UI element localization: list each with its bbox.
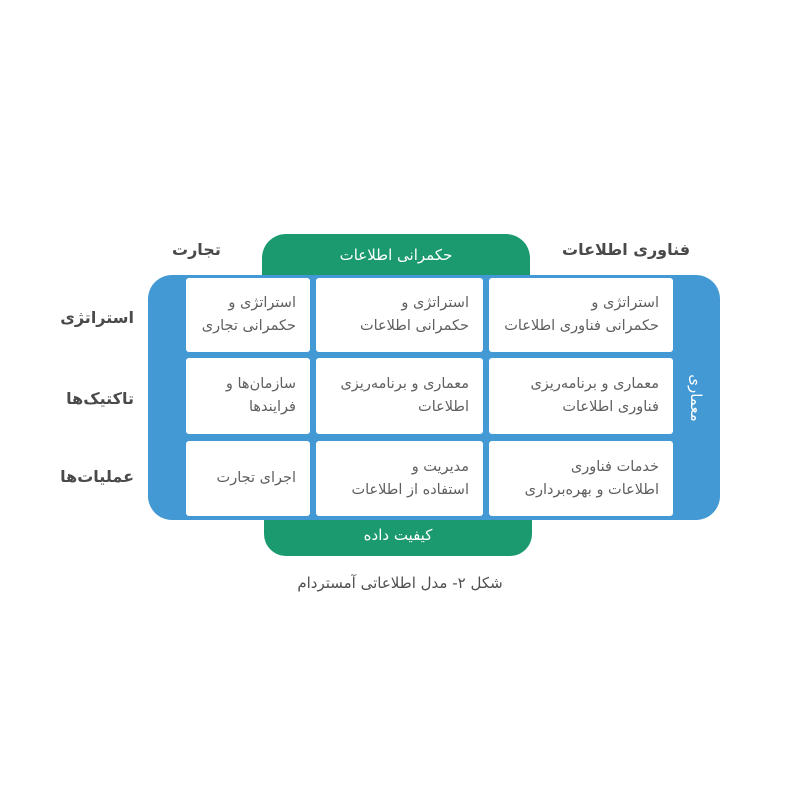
cell-line: فناوری اطلاعات bbox=[562, 399, 659, 415]
cell-line: سازمان‌ها و bbox=[225, 376, 296, 392]
cell-line: خدمات فناوری bbox=[570, 458, 659, 475]
cell-it-strategy: استراتژی و حکمرانی فناوری اطلاعات bbox=[489, 278, 673, 352]
cell-line: استراتژی و bbox=[591, 295, 659, 311]
cell-line: اطلاعات و بهره‌برداری bbox=[524, 481, 659, 498]
cell-information-operations: مدیریت و استفاده از اطلاعات bbox=[316, 441, 483, 516]
cell-line: استراتژی و bbox=[401, 295, 469, 311]
cell-line: اطلاعات bbox=[418, 399, 469, 415]
information-governance-label: حکمرانی اطلاعات bbox=[339, 246, 453, 264]
data-quality-label: کیفیت داده bbox=[363, 526, 433, 544]
row-label-operations: عملیات‌ها bbox=[60, 467, 134, 486]
cell-information-strategy: استراتژی و حکمرانی اطلاعات bbox=[316, 278, 483, 352]
cell-line: معماری و برنامه‌ریزی bbox=[530, 376, 659, 392]
cell-it-operations: خدمات فناوری اطلاعات و بهره‌برداری bbox=[489, 441, 673, 516]
cell-line: اجرای تجارت bbox=[216, 470, 296, 486]
cell-business-strategy: استراتژی و حکمرانی تجاری bbox=[186, 278, 310, 352]
architecture-label: معماری bbox=[687, 374, 705, 422]
row-label-tactics: تاکتیک‌ها bbox=[66, 389, 134, 408]
cell-it-tactics: معماری و برنامه‌ریزی فناوری اطلاعات bbox=[489, 358, 673, 434]
cell-business-operations: اجرای تجارت bbox=[186, 441, 310, 516]
cell-line: حکمرانی فناوری اطلاعات bbox=[504, 318, 659, 334]
cell-line: استفاده از اطلاعات bbox=[351, 481, 469, 498]
cell-line: معماری و برنامه‌ریزی bbox=[340, 376, 469, 392]
row-label-strategy: استراتژی bbox=[60, 308, 134, 327]
cell-line: فرایندها bbox=[248, 399, 296, 415]
cell-line: حکمرانی تجاری bbox=[201, 318, 296, 334]
column-header-business: تجارت bbox=[172, 240, 221, 259]
column-header-it: فناوری اطلاعات bbox=[562, 240, 691, 259]
cell-information-tactics: معماری و برنامه‌ریزی اطلاعات bbox=[316, 358, 483, 434]
cell-business-tactics: سازمان‌ها و فرایندها bbox=[186, 358, 310, 434]
figure-caption: شکل ۲- مدل اطلاعاتی آمستردام bbox=[297, 574, 503, 592]
cell-line: مدیریت و bbox=[411, 458, 469, 475]
cell-line: استراتژی و bbox=[228, 295, 296, 311]
cell-line: حکمرانی اطلاعات bbox=[359, 318, 469, 334]
